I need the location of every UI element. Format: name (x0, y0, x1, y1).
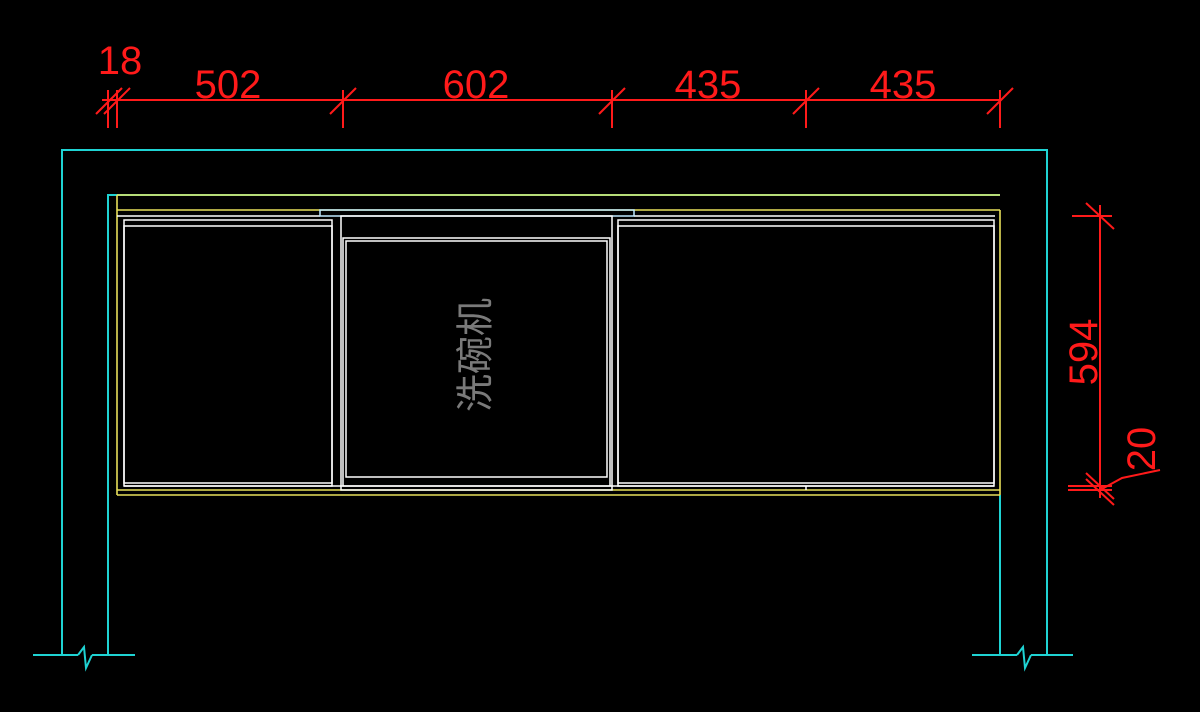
dim-label-435-a: 435 (675, 63, 742, 107)
dishwasher-door (345, 240, 608, 478)
ground-break-right (972, 644, 1073, 672)
wall-outer-line (61, 149, 1048, 655)
dim-label-502: 502 (195, 63, 262, 107)
dim-label-594: 594 (1062, 319, 1106, 386)
horizontal-dimension (95, 87, 1014, 128)
dim-label-602: 602 (443, 63, 510, 107)
dishwasher-top-strip (319, 209, 635, 217)
dishwasher-label: 洗碗机 (454, 298, 498, 412)
wall-outline (33, 149, 1073, 672)
dishwasher-frame (340, 215, 613, 491)
vertical-dimension (1068, 202, 1161, 506)
ground-break-left (33, 644, 135, 672)
right-cabinet-door (617, 219, 995, 487)
cabinet-body (117, 209, 995, 491)
wall-inner-line (107, 194, 1000, 655)
dim-label-435-b: 435 (870, 63, 937, 107)
left-cabinet-door (123, 219, 333, 487)
countertop (116, 194, 1001, 496)
dim-label-20: 20 (1120, 427, 1164, 472)
dim-label-18: 18 (98, 39, 143, 83)
